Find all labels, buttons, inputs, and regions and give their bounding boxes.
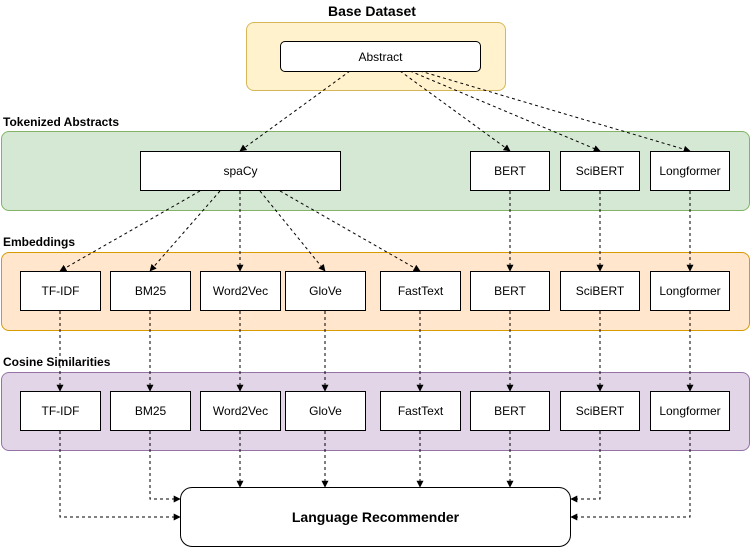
embeddings-title: Embeddings xyxy=(3,235,76,249)
arrow-abstract-scibert xyxy=(409,70,601,152)
cosine-bert-node: BERT xyxy=(470,391,550,431)
cosine-fasttext-node: FastText xyxy=(380,391,461,431)
embedding-tfidf-node: TF-IDF xyxy=(20,271,101,311)
arrow-abstract-longformer xyxy=(419,70,691,153)
arrow-longformer-recommender xyxy=(570,431,691,521)
tokenizer-longformer-node: Longformer xyxy=(650,151,730,191)
embedding-word2vec-node: Word2Vec xyxy=(200,271,281,311)
arrow-spacy-tfidf xyxy=(59,190,201,272)
arrow-spacy-glove xyxy=(259,190,326,272)
cosine-bm25-node: BM25 xyxy=(110,391,191,431)
arrow-spacy-fasttext xyxy=(279,190,421,272)
arrow-tfidf-recommender xyxy=(59,431,181,521)
cosine-similarities-title: Cosine Similarities xyxy=(3,355,111,369)
language-recommender-node: Language Recommender xyxy=(180,487,571,547)
arrow-bm25-recommender xyxy=(149,431,181,503)
tokenizer-spacy-node: spaCy xyxy=(140,151,341,191)
cosine-longformer-node: Longformer xyxy=(650,391,730,431)
embedding-glove-node: GloVe xyxy=(285,271,366,311)
cosine-scibert-node: SciBERT xyxy=(560,391,640,431)
arrow-scibert-recommender xyxy=(570,431,601,503)
abstract-node: Abstract xyxy=(280,41,481,72)
tokenizer-scibert-node: SciBERT xyxy=(560,151,640,191)
arrow-spacy-bm25 xyxy=(149,190,221,272)
cosine-word2vec-node: Word2Vec xyxy=(200,391,281,431)
tokenized-abstracts-title: Tokenized Abstracts xyxy=(3,115,120,129)
cosine-glove-node: GloVe xyxy=(285,391,366,431)
embedding-fasttext-node: FastText xyxy=(380,271,461,311)
embedding-bm25-node: BM25 xyxy=(110,271,191,311)
base-dataset-title: Base Dataset xyxy=(328,3,416,19)
tokenizer-bert-node: BERT xyxy=(470,151,550,191)
embedding-scibert-node: SciBERT xyxy=(560,271,640,311)
embedding-bert-node: BERT xyxy=(470,271,550,311)
embedding-longformer-node: Longformer xyxy=(650,271,730,311)
arrow-abstract-bert xyxy=(399,70,511,152)
arrow-abstract-spacy xyxy=(239,70,351,152)
cosine-tfidf-node: TF-IDF xyxy=(20,391,101,431)
